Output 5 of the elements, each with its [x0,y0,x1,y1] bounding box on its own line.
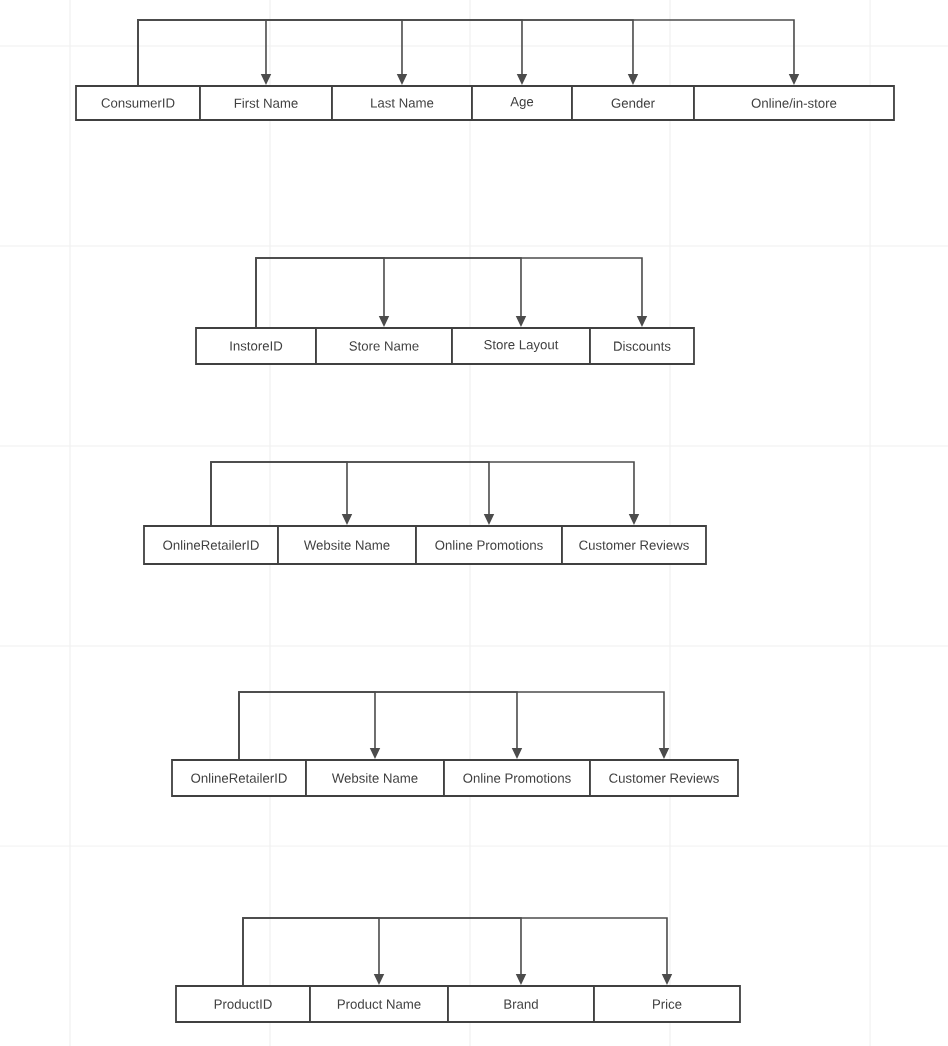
dependency-arrow [255,257,648,328]
dependency-arrow [137,19,800,86]
dependency-arrow [238,691,670,760]
dependency-arrow [210,461,640,526]
dependency-arrow [242,917,673,986]
